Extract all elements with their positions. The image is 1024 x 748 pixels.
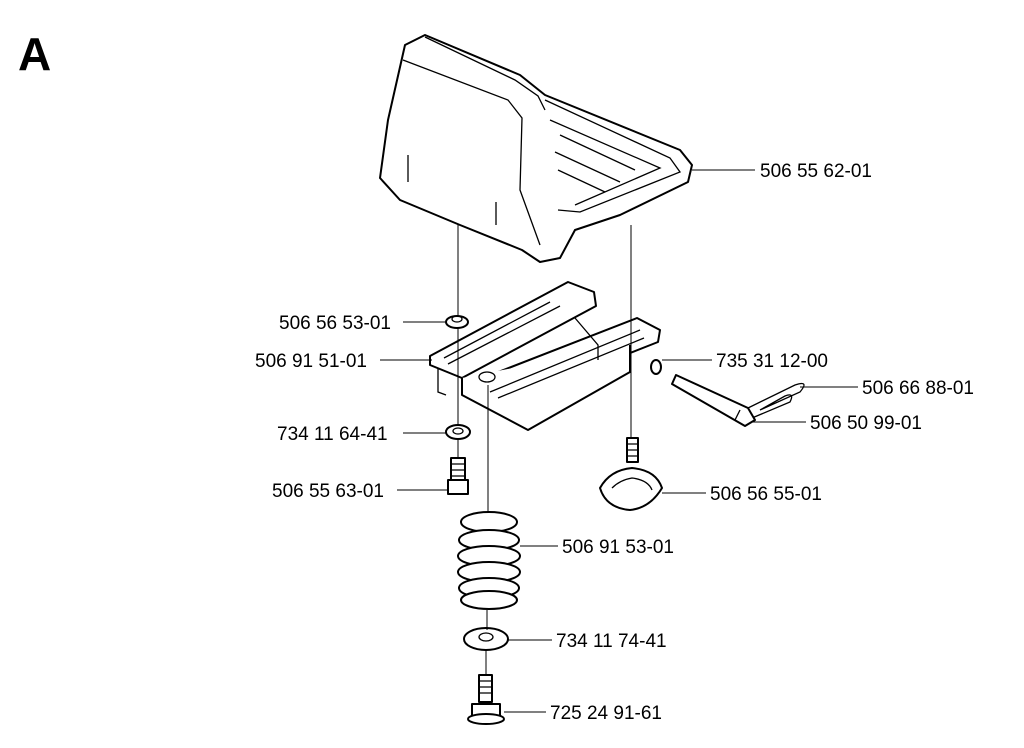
pin-shape[interactable] (671, 374, 756, 427)
label-seat: 506 55 62-01 (760, 161, 872, 182)
nut-shape[interactable] (445, 315, 469, 329)
label-hairpin: 506 66 88-01 (862, 378, 974, 399)
label-bolt: 725 24 91-61 (550, 703, 662, 724)
screw-a-shape[interactable] (447, 457, 469, 495)
washer-a-shape[interactable] (445, 424, 471, 440)
label-knob: 506 56 55-01 (710, 484, 822, 505)
leader-lines (380, 169, 858, 713)
label-spring: 506 91 53-01 (562, 537, 674, 558)
hairpin-shape[interactable] (747, 382, 805, 419)
seat-shape[interactable] (379, 34, 693, 263)
label-washer-b: 734 11 74-41 (556, 631, 667, 652)
label-bracket: 506 91 51-01 (255, 351, 367, 372)
label-screw-a: 506 55 63-01 (272, 481, 384, 502)
spring-shape[interactable] (457, 511, 521, 610)
alignment-lines (457, 225, 632, 675)
washer-small-shape[interactable] (650, 359, 662, 375)
bolt-shape[interactable] (467, 674, 505, 725)
label-pin: 506 50 99-01 (810, 413, 922, 434)
label-washer-small: 735 31 12-00 (716, 351, 828, 372)
label-nut: 506 56 53-01 (279, 313, 391, 334)
washer-b-shape[interactable] (463, 627, 509, 651)
diagram-title: A (18, 28, 51, 80)
bracket-shape[interactable] (429, 281, 661, 431)
part-labels: 506 55 62-01 506 56 53-01 506 91 51-01 7… (255, 161, 974, 724)
knob-shape[interactable] (599, 437, 663, 511)
label-washer-a: 734 11 64-41 (277, 424, 388, 445)
